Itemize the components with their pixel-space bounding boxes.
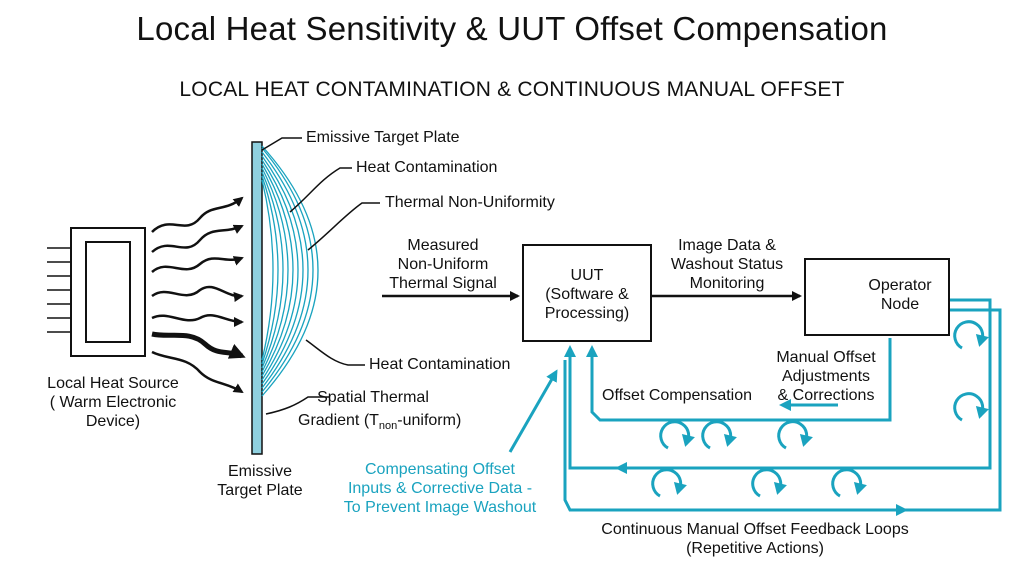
heat-radiation-arrows (151, 196, 246, 394)
offset-compensation-label: Offset Compensation (602, 387, 753, 404)
image-data-label: Image Data & Washout Status Monitoring (670, 237, 784, 292)
feedback-loops-label: Continuous Manual Offset Feedback Loops … (601, 521, 909, 557)
operator-node-box (804, 258, 950, 336)
uut-box (522, 244, 652, 342)
heat-source-label: Local Heat Source ( Warm Electronic Devi… (47, 375, 179, 430)
emissive-target-plate (251, 141, 263, 455)
manual-offset-label: Manual Offset Adjustments & Corrections (776, 349, 876, 404)
measured-signal-label: Measured Non-Uniform Thermal Signal (389, 237, 497, 292)
emissive-plate-label-top: Emissive Target Plate (306, 129, 460, 146)
page-title: Local Heat Sensitivity & UUT Offset Comp… (136, 10, 888, 47)
operator-node-label: Operator Node (868, 277, 932, 313)
spatial-gradient-label: Spatial Thermal Gradient (Tnon-uniform) (298, 389, 462, 432)
diagram-subtitle: LOCAL HEAT CONTAMINATION & CONTINUOUS MA… (179, 78, 845, 101)
repetition-circle-icons (651, 320, 989, 498)
thermal-non-uniformity-label: Thermal Non-Uniformity (385, 194, 555, 211)
compensating-inputs-label: Compensating Offset Inputs & Corrective … (343, 461, 537, 516)
feedback-loops (508, 298, 1002, 516)
heat-contamination-label-top: Heat Contamination (356, 159, 498, 176)
heat-contamination-arcs (261, 145, 319, 397)
emissive-plate-label-bottom: Emissive Target Plate (217, 463, 303, 499)
heat-source-device-icon (47, 227, 146, 357)
leader-lines (261, 137, 380, 415)
uut-label: UUT (Software & Processing) (544, 267, 630, 322)
heat-contamination-label-bottom: Heat Contamination (369, 356, 511, 373)
